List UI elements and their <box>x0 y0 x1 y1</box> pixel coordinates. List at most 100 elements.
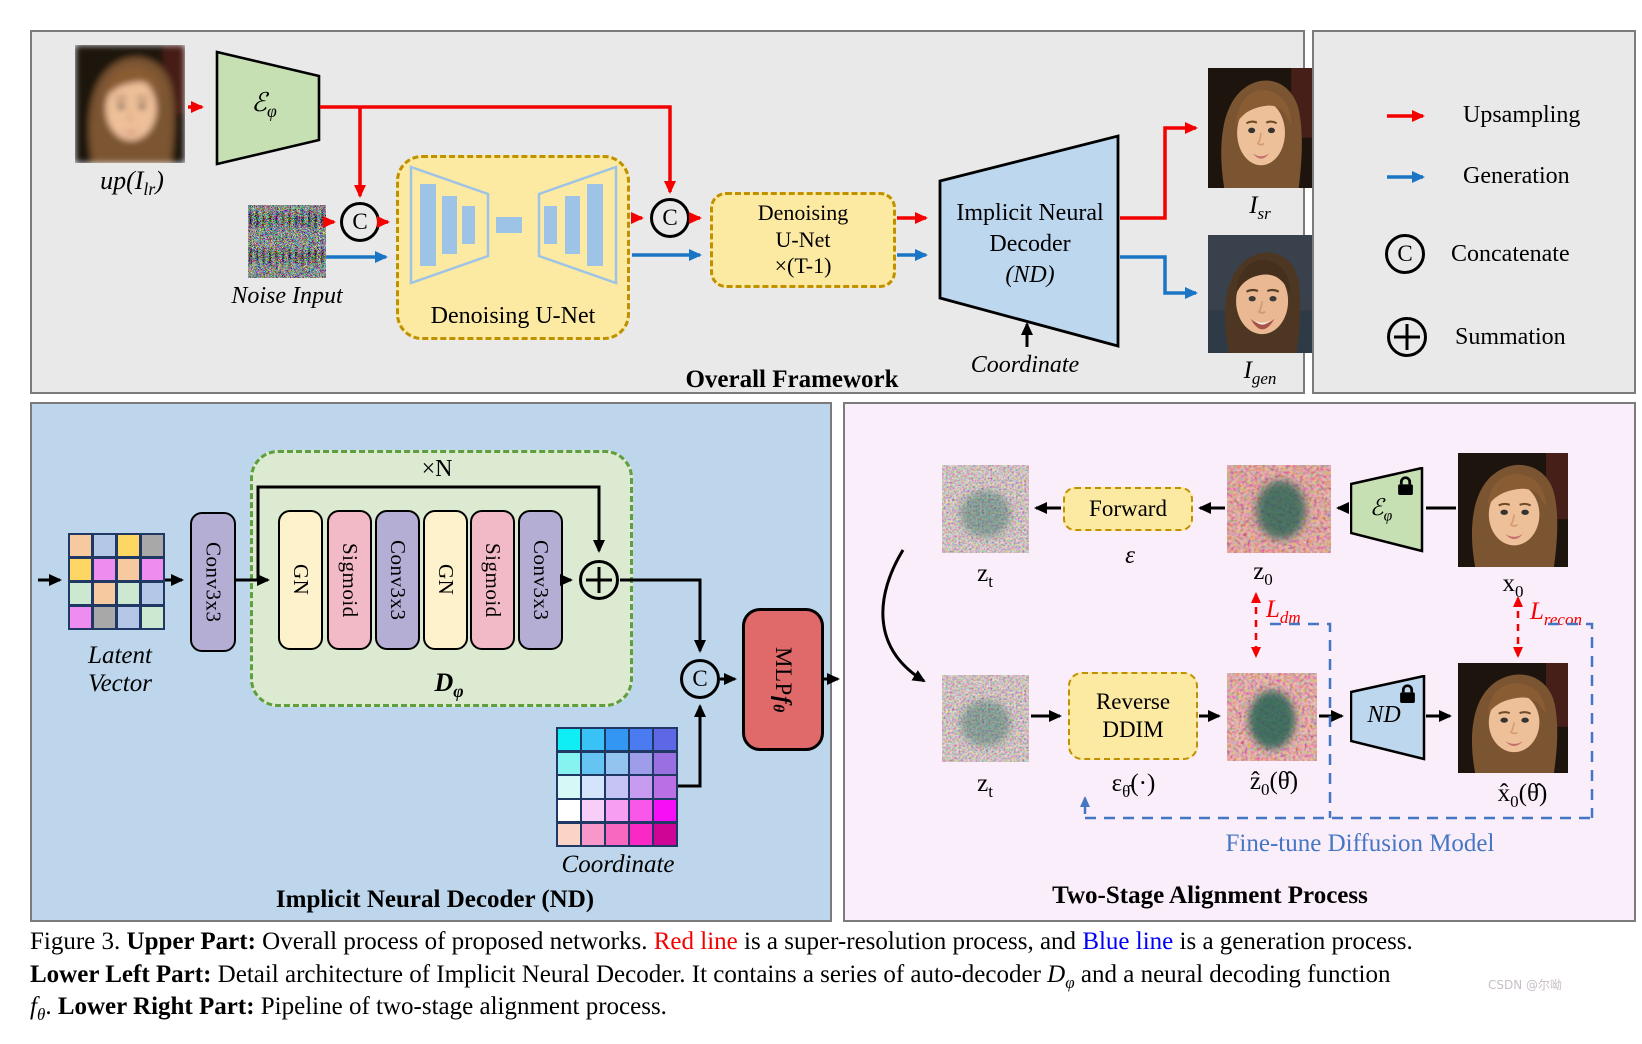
legend-item-summation: Summation <box>1385 315 1566 359</box>
grid-cell <box>93 582 116 605</box>
caption-segment: Detail architecture of Implicit Neural D… <box>211 960 1048 988</box>
figure-caption: Figure 3. Upper Part: Overall process of… <box>30 926 1616 1024</box>
unet-repeat-line2: U-Net <box>775 226 831 252</box>
grid-cell <box>141 582 163 605</box>
watermark: CSDN @尔呦 <box>1488 978 1563 992</box>
grid-cell <box>117 535 140 557</box>
caption-line-3: fθ. Lower Right Part: Pipeline of two-st… <box>30 991 1616 1024</box>
summation-circle-icon <box>1387 317 1427 357</box>
z0-latent-image <box>1227 465 1331 553</box>
grid-cell <box>558 729 580 751</box>
noise-input-image <box>248 205 326 278</box>
caption-segment: Blue line <box>1082 928 1174 955</box>
z0-label: z0 <box>1253 558 1273 589</box>
caption-segment: fθ <box>30 993 46 1024</box>
z0-hat-latent-image <box>1227 673 1317 761</box>
concat-node-1: C <box>340 202 380 242</box>
frozen-encoder-label: ℰφ <box>1369 495 1393 525</box>
decoder-line3: (ND) <box>1005 262 1055 289</box>
mlp-ftheta-label: fθ <box>769 695 796 713</box>
epsilon-label: ε <box>1125 542 1135 569</box>
grid-cell <box>654 800 676 822</box>
grid-cell <box>141 606 163 628</box>
gn-block-2: GN <box>423 510 468 650</box>
legend-label-upsampling: Upsampling <box>1463 102 1581 128</box>
coordinate-grid <box>556 727 678 847</box>
decoder-line1: Implicit Neural <box>956 200 1104 226</box>
grid-cell <box>70 582 92 605</box>
d-phi-label: Dφ <box>434 668 464 702</box>
coordinate-label-top: Coordinate <box>970 352 1080 378</box>
concat-node-2: C <box>650 198 690 238</box>
unet-structure-icon <box>409 165 618 285</box>
latent-label-line1: Latent <box>88 642 152 669</box>
grid-cell <box>582 752 604 774</box>
up-ilr-label: up(Ilr) <box>100 166 164 200</box>
z0-hat-label: ẑ0(θ̂) <box>1249 768 1299 799</box>
grid-cell <box>654 823 676 845</box>
grid-cell <box>117 558 140 581</box>
caption-segment: is a generation process. <box>1173 928 1413 955</box>
legend-item-concatenate: C Concatenate <box>1385 234 1570 274</box>
zt-top-label: zt <box>977 560 993 591</box>
mlp-label: MLP <box>771 646 796 696</box>
grid-cell <box>606 752 628 774</box>
ldm-loss-label: Ldm <box>1266 596 1301 627</box>
mlp-block: MLP fθ <box>742 608 824 751</box>
encoder-label: ℰφ <box>251 88 277 122</box>
grid-cell <box>70 606 92 628</box>
legend-label-concatenate: Concatenate <box>1451 240 1570 267</box>
grid-cell <box>141 535 163 557</box>
caption-segment: Overall process of proposed networks. <box>255 928 654 955</box>
caption-segment: Red line <box>653 928 738 955</box>
caption-segment: Upper Part: <box>126 928 256 955</box>
zt-noise-image-bottom <box>942 675 1029 762</box>
igen-label: Igen <box>1243 357 1277 388</box>
implicit-neural-decoder-trapezoid <box>938 134 1120 348</box>
grid-cell <box>93 535 116 557</box>
legend-item-upsampling: Upsampling <box>1385 102 1580 129</box>
gn-block-1: GN <box>278 510 323 650</box>
grid-cell <box>93 606 116 628</box>
summation-node <box>579 560 619 600</box>
gen-output-image <box>1208 235 1312 353</box>
reverse-label: Reverse <box>1095 689 1171 715</box>
two-stage-alignment-title: Two-Stage Alignment Process <box>1052 882 1368 909</box>
grid-cell <box>582 776 604 798</box>
grid-cell <box>606 800 628 822</box>
caption-segment: is a super-resolution process, and <box>737 928 1083 955</box>
latent-vector-grid <box>68 533 165 630</box>
grid-cell <box>117 606 140 628</box>
x0-hat-label: x̂0(θ̂) <box>1497 780 1548 811</box>
decoder-line2: Decoder <box>989 231 1071 258</box>
caption-segment: and a neural decoding function <box>1074 960 1391 988</box>
grid-cell <box>70 535 92 557</box>
grid-cell <box>630 776 652 798</box>
lock-icon-encoder <box>1397 476 1414 496</box>
grid-cell <box>558 800 580 822</box>
implicit-neural-decoder-title: Implicit Neural Decoder (ND) <box>275 886 595 913</box>
grid-cell <box>630 823 652 845</box>
sr-output-image <box>1208 68 1312 188</box>
low-res-input-image <box>75 45 185 163</box>
ddim-label: DDIM <box>1102 717 1164 742</box>
grid-cell <box>558 776 580 798</box>
grid-cell <box>630 800 652 822</box>
grid-cell <box>558 752 580 774</box>
legend-label-generation: Generation <box>1463 163 1570 189</box>
grid-cell <box>582 800 604 822</box>
grid-cell <box>606 729 628 751</box>
grid-cell <box>606 776 628 798</box>
conv3x3-block-1: Conv3x3 <box>375 510 420 650</box>
x0-input-image <box>1458 453 1568 567</box>
grid-cell <box>582 729 604 751</box>
isr-label: Isr <box>1249 192 1271 223</box>
finetune-diffusion-label: Fine-tune Diffusion Model <box>1225 830 1495 857</box>
concat-circle-icon: C <box>1385 234 1425 274</box>
sigmoid-block-2: Sigmoid <box>470 510 515 650</box>
grid-cell <box>654 729 676 751</box>
coordinate-label-decoder: Coordinate <box>561 851 675 878</box>
red-arrow-icon <box>1387 109 1425 122</box>
concat-node-decoder: C <box>680 659 720 699</box>
encoder-trapezoid <box>215 50 321 166</box>
